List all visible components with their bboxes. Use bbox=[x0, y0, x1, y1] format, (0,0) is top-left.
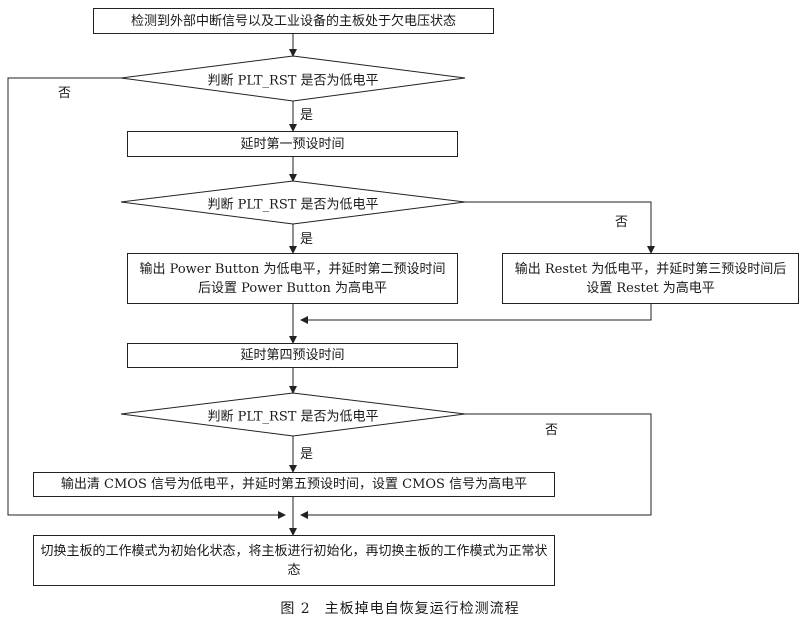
start-box-text: 检测到外部中断信号以及工业设备的主板处于欠电压状态 bbox=[130, 13, 456, 29]
delay4-box-text: 延时第四预设时间 bbox=[240, 348, 345, 363]
figure-number: 图 2 bbox=[280, 601, 311, 617]
reset-box-text: 输出 Restet 为低电平，并延时第三预设时间后 设置 Restet 为高电平 bbox=[514, 261, 787, 296]
power-button-box: 输出 Power Button 为低电平，并延时第二预设时间后设置 Power … bbox=[127, 253, 458, 304]
d3-no-label: 否 bbox=[545, 423, 559, 438]
cmos-box-text: 输出清 CMOS 信号为低电平，并延时第五预设时间，设置 CMOS 信号为高电平 bbox=[60, 477, 528, 492]
figure-caption: 图 2 主板掉电自恢复运行检测流程 bbox=[0, 598, 800, 618]
delay1-box-text: 延时第一预设时间 bbox=[240, 136, 345, 152]
final-box-text: 切换主板的工作模式为初始化状态，将主板进行初始化，再切换主板的工作模式为正常状态 bbox=[40, 543, 548, 578]
decision-1-shape bbox=[120, 55, 466, 102]
final-box: 切换主板的工作模式为初始化状态，将主板进行初始化，再切换主板的工作模式为正常状态 bbox=[33, 535, 555, 586]
decision-1-label: 判断 PLT_RST 是否为低电平 bbox=[207, 73, 379, 89]
decision-2-label: 判断 PLT_RST 是否为低电平 bbox=[207, 197, 379, 213]
figure-title: 主板掉电自恢复运行检测流程 bbox=[324, 601, 520, 617]
d1-yes-label: 是 bbox=[300, 108, 314, 123]
start-box: 检测到外部中断信号以及工业设备的主板处于欠电压状态 bbox=[93, 8, 494, 34]
d1-no-label: 否 bbox=[58, 86, 72, 101]
arrow-reset-merge-path bbox=[300, 304, 652, 324]
delay4-box: 延时第四预设时间 bbox=[127, 343, 458, 368]
d2-no-label: 否 bbox=[615, 215, 629, 230]
arrow-d2-no-path bbox=[465, 201, 655, 254]
d2-yes-label: 是 bbox=[300, 232, 314, 247]
decision-3-label: 判断 PLT_RST 是否为低电平 bbox=[207, 409, 379, 425]
cmos-box: 输出清 CMOS 信号为低电平，并延时第五预设时间，设置 CMOS 信号为高电平 bbox=[33, 472, 555, 497]
arrow-d3-no-path bbox=[300, 413, 652, 519]
delay1-box: 延时第一预设时间 bbox=[127, 131, 458, 157]
reset-box: 输出 Restet 为低电平，并延时第三预设时间后 设置 Restet 为高电平 bbox=[502, 253, 799, 304]
power-button-box-text: 输出 Power Button 为低电平，并延时第二预设时间后设置 Power … bbox=[139, 261, 446, 296]
arrow-d1-no-path bbox=[7, 77, 286, 519]
d3-yes-label: 是 bbox=[300, 447, 314, 462]
